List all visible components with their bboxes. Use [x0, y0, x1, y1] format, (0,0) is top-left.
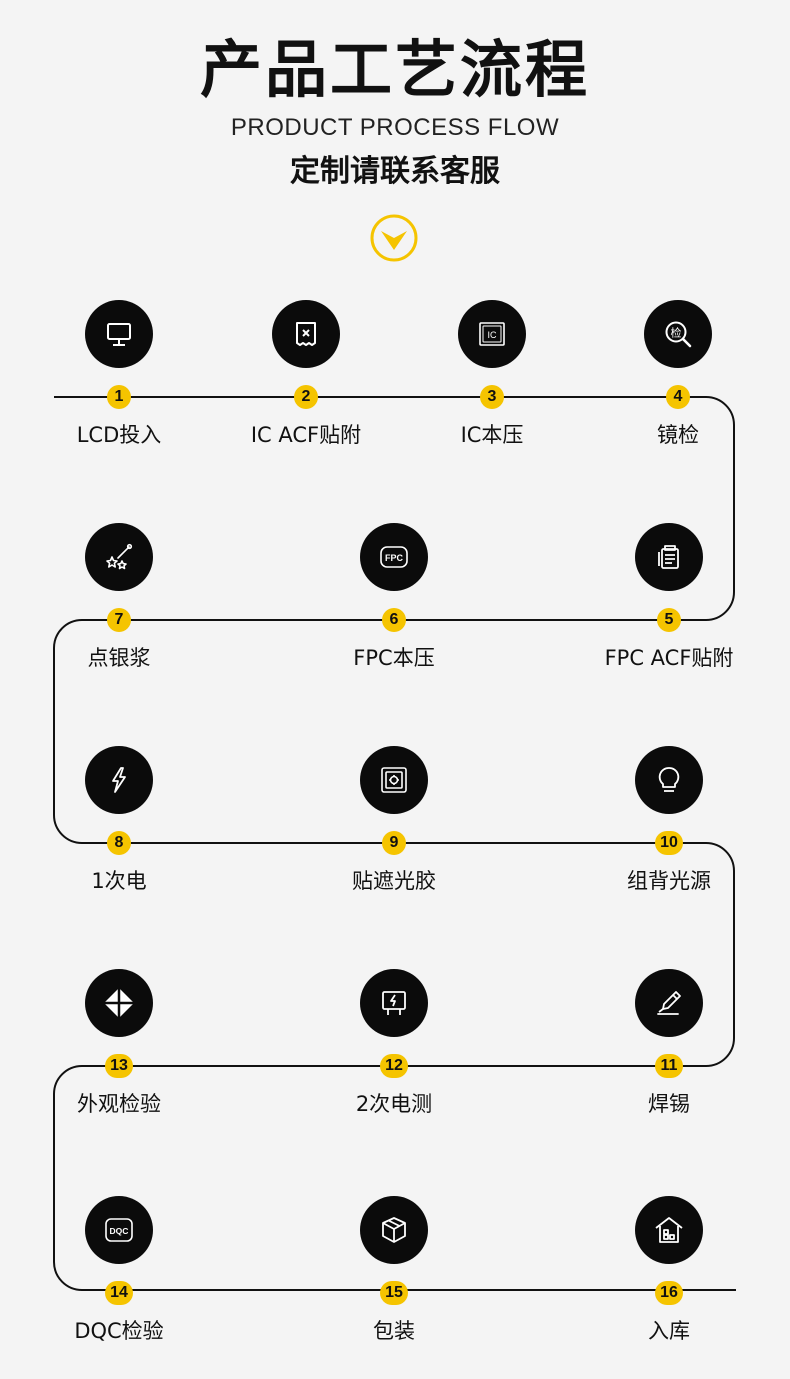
- step-number: 2: [294, 385, 318, 409]
- warehouse-icon: [655, 1217, 683, 1243]
- step-icon-wrap: [360, 969, 428, 1037]
- step-icon-wrap: [635, 746, 703, 814]
- test-board-icon: [382, 991, 406, 1015]
- step-2: 2 IC ACF贴附: [206, 300, 406, 470]
- step-number: 3: [480, 385, 504, 409]
- step-label: FPC本压: [353, 646, 435, 670]
- step-9: 9 贴遮光胶: [294, 746, 494, 916]
- step-icon-wrap: [635, 969, 703, 1037]
- lightbulb-icon: [658, 767, 680, 792]
- step-16: 16 入库: [569, 1196, 769, 1366]
- step-10: 10 组背光源: [569, 746, 769, 916]
- magnifier-icon-text: 检: [671, 326, 682, 340]
- step-icon-wrap: [635, 1196, 703, 1264]
- fpc-badge-text: FPC: [385, 553, 404, 563]
- step-label: 1次电: [91, 869, 147, 893]
- magnifier-icon: 检: [665, 321, 692, 348]
- chevron-down-icon: [370, 214, 418, 262]
- step-label: 焊锡: [648, 1092, 690, 1116]
- step-8: 8 1次电: [19, 746, 219, 916]
- step-label: IC本压: [460, 423, 524, 447]
- subtitle-english: PRODUCT PROCESS FLOW: [230, 114, 560, 141]
- dqc-badge-icon: DQC: [105, 1218, 133, 1242]
- step-icon-wrap: [360, 1196, 428, 1264]
- step-number: 14: [105, 1281, 133, 1305]
- step-6: FPC 6 FPC本压: [294, 523, 494, 693]
- wand-stars-icon: [106, 543, 133, 570]
- solder-pen-icon: [657, 991, 681, 1015]
- step-5: 5 FPC ACF贴附: [569, 523, 769, 693]
- step-icon-wrap: FPC: [360, 523, 428, 591]
- step-icon-wrap: DQC: [85, 1196, 153, 1264]
- step-number: 10: [655, 831, 683, 855]
- clipboard-icon: [658, 545, 679, 569]
- document-close-icon: [296, 322, 316, 346]
- step-label: 点银浆: [87, 646, 151, 670]
- step-icon-wrap: [85, 523, 153, 591]
- step-number: 13: [105, 1054, 133, 1078]
- step-icon-wrap: [85, 300, 153, 368]
- step-13: 13 外观检验: [19, 969, 219, 1139]
- step-11: 11 焊锡: [569, 969, 769, 1139]
- step-label: 包装: [373, 1319, 415, 1343]
- step-icon-wrap: [85, 746, 153, 814]
- dqc-badge-text: DQC: [110, 1226, 129, 1236]
- step-label: LCD投入: [76, 423, 162, 447]
- subtitle-contact: 定制请联系客服: [290, 154, 500, 189]
- step-number: 16: [655, 1281, 683, 1305]
- step-icon-wrap: [635, 523, 703, 591]
- step-label: 外观检验: [77, 1092, 161, 1116]
- step-number: 15: [380, 1281, 408, 1305]
- step-number: 4: [666, 385, 690, 409]
- ic-chip-icon: IC: [479, 322, 505, 346]
- step-label: FPC ACF贴附: [604, 646, 734, 670]
- step-4: 检 4 镜检: [578, 300, 778, 470]
- step-number: 12: [380, 1054, 408, 1078]
- step-label: 入库: [648, 1319, 690, 1343]
- step-3: IC 3 IC本压: [392, 300, 592, 470]
- step-number: 1: [107, 385, 131, 409]
- step-icon-wrap: 检: [644, 300, 712, 368]
- step-number: 8: [107, 831, 131, 855]
- step-icon-wrap: [85, 969, 153, 1037]
- step-7: 7 点银浆: [19, 523, 219, 693]
- step-1: 1 LCD投入: [19, 300, 219, 470]
- step-number: 6: [382, 608, 406, 632]
- step-label: IC ACF贴附: [250, 423, 362, 447]
- step-12: 12 2次电测: [294, 969, 494, 1139]
- step-number: 5: [657, 608, 681, 632]
- monitor-icon: [107, 323, 131, 346]
- svg-text:IC: IC: [488, 330, 498, 340]
- step-icon-wrap: IC: [458, 300, 526, 368]
- step-label: 2次电测: [355, 1092, 433, 1116]
- step-label: 贴遮光胶: [352, 869, 436, 893]
- step-label: DQC检验: [74, 1319, 164, 1343]
- diamond-icon: [104, 988, 134, 1018]
- step-icon-wrap: [360, 746, 428, 814]
- fpc-badge-icon: FPC: [380, 546, 408, 568]
- step-number: 9: [382, 831, 406, 855]
- safe-box-icon: [381, 767, 407, 793]
- lightning-icon: [112, 767, 126, 793]
- package-box-icon: [382, 1217, 406, 1243]
- step-15: 15 包装: [294, 1196, 494, 1366]
- step-label: 镜检: [657, 423, 699, 447]
- step-14: DQC 14 DQC检验: [19, 1196, 219, 1366]
- step-number: 7: [107, 608, 131, 632]
- step-number: 11: [655, 1054, 683, 1078]
- step-label: 组背光源: [627, 869, 711, 893]
- step-icon-wrap: [272, 300, 340, 368]
- page-title: 产品工艺流程: [199, 33, 590, 106]
